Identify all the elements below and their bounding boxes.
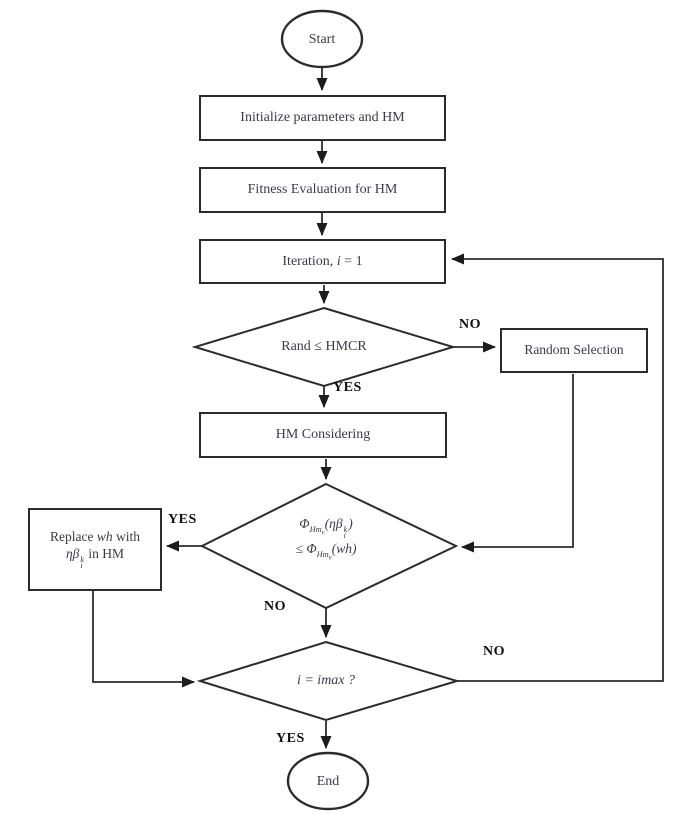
label-fitness-yes: YES	[168, 512, 197, 527]
start-oval	[280, 9, 364, 69]
edge-replace-imax	[92, 591, 195, 688]
iteration-box: Iteration, i = 1	[199, 239, 446, 284]
label-imax-no: NO	[483, 644, 505, 659]
fitness-decision-line2: ≤ ΦHmv(wh)	[295, 541, 357, 562]
imax-decision-label: i = imax ?	[296, 673, 356, 688]
fitness-box: Fitness Evaluation for HM	[199, 167, 446, 213]
fitness-label: Fitness Evaluation for HM	[247, 182, 398, 198]
random-selection-box: Random Selection	[500, 328, 648, 373]
label-rand-yes: YES	[333, 380, 362, 395]
label-fitness-no: NO	[264, 599, 286, 614]
iteration-label: Iteration, i = 1	[282, 253, 363, 269]
init-box: Initialize parameters and HM	[199, 95, 446, 141]
end-label: End	[316, 774, 340, 789]
rand-decision-label: Rand ≤ HMCR	[281, 339, 367, 354]
imax-decision-diamond	[196, 640, 461, 722]
hm-considering-box: HM Considering	[199, 412, 447, 458]
edge-randomselection-fitnessdecision	[461, 374, 574, 553]
hm-considering-label: HM Considering	[275, 427, 371, 443]
label-imax-yes: YES	[276, 731, 305, 746]
label-rand-no: NO	[459, 317, 481, 332]
random-selection-label: Random Selection	[524, 342, 624, 358]
start-label: Start	[308, 32, 336, 47]
end-oval	[286, 751, 370, 811]
init-label: Initialize parameters and HM	[240, 110, 405, 126]
edge-imax-no-iteration-loop	[451, 253, 664, 682]
